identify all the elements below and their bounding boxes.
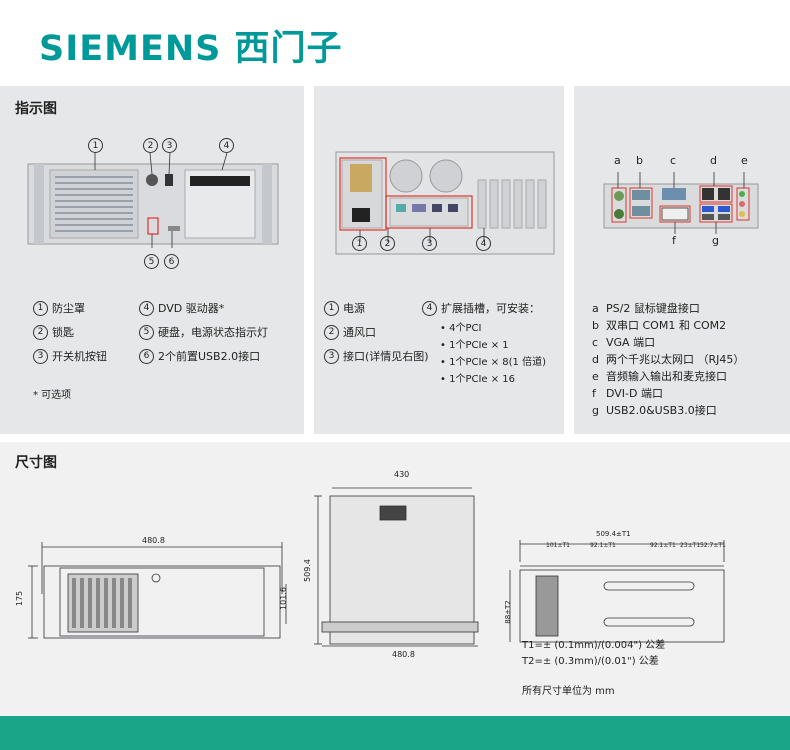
io-label-f: f <box>672 234 676 247</box>
front-callout-2: 2 <box>143 138 158 153</box>
io-bottom-labels: f g <box>574 234 790 248</box>
indicator-title: 指示图 <box>15 101 57 117</box>
tolerance-t2: T2=± (0.3mm)/(0.01") 公差 <box>522 656 659 667</box>
front-callout-5: 5 <box>144 254 159 269</box>
side-total-label: 509.4±T1 <box>596 530 631 538</box>
front-dimension-drawing <box>28 542 287 639</box>
io-label-c: c <box>670 154 677 167</box>
side-segment-5: 52.7±T1 <box>700 542 726 549</box>
front-callout-4: 4 <box>219 138 234 153</box>
io-top-labels: a b c d e <box>574 154 790 168</box>
footer-bar <box>0 716 790 750</box>
front-inner-height-label: 101.6 <box>278 587 288 610</box>
side-segment-2: 92.1±T1 <box>590 542 616 549</box>
top-dimension-drawing <box>314 487 479 647</box>
slot-item: • 1个PCIe × 1 <box>440 340 509 351</box>
front-callout-3: 3 <box>162 138 177 153</box>
front-callout-1: 1 <box>88 138 103 153</box>
header: SIEMENS 西门子 <box>0 0 790 86</box>
dimensions-title: 尺寸图 <box>15 455 57 471</box>
side-dimension-drawing <box>509 540 725 643</box>
rear-chassis-image <box>335 151 555 255</box>
front-height-label: 175 <box>15 590 25 607</box>
dimensions-panel: 尺寸图 480.8 175 101.6 <box>0 442 790 716</box>
side-segment-3: 92.1±T1 <box>650 542 676 549</box>
io-label-g: g <box>712 234 719 247</box>
io-label-a: a <box>614 154 621 167</box>
rear-callout-2: 2 <box>380 236 395 251</box>
top-width-label: 430 <box>394 470 410 479</box>
side-height-label: 88±T2 <box>503 600 512 624</box>
unit-note: 所有尺寸单位为 mm <box>522 686 615 697</box>
front-width-label: 480.8 <box>142 536 165 545</box>
optional-note: * 可选项 <box>33 390 72 401</box>
top-depth-label: 509.4 <box>302 559 312 582</box>
slot-item: • 1个PCIe × 16 <box>440 374 516 385</box>
siemens-logo: SIEMENS 西门子 <box>39 29 343 69</box>
io-label-b: b <box>636 154 643 167</box>
front-chassis-image <box>27 152 279 248</box>
rear-callout-1: 1 <box>352 236 367 251</box>
tolerance-t1: T1=± (0.1mm)/(0.004") 公差 <box>522 640 666 651</box>
io-label-e: e <box>741 154 748 167</box>
rear-callout-3: 3 <box>422 236 437 251</box>
side-segment-1: 101±T1 <box>546 542 570 549</box>
side-segment-4: 23±T1 <box>680 542 701 549</box>
slot-item: • 1个PCIe × 8(1 倍道) <box>440 357 546 368</box>
io-ports-image <box>603 172 759 234</box>
front-callout-6: 6 <box>164 254 179 269</box>
slot-item: • 4个PCI <box>440 323 482 334</box>
io-label-d: d <box>710 154 717 167</box>
top-bottom-width-label: 480.8 <box>392 650 415 659</box>
rear-callout-4: 4 <box>476 236 491 251</box>
